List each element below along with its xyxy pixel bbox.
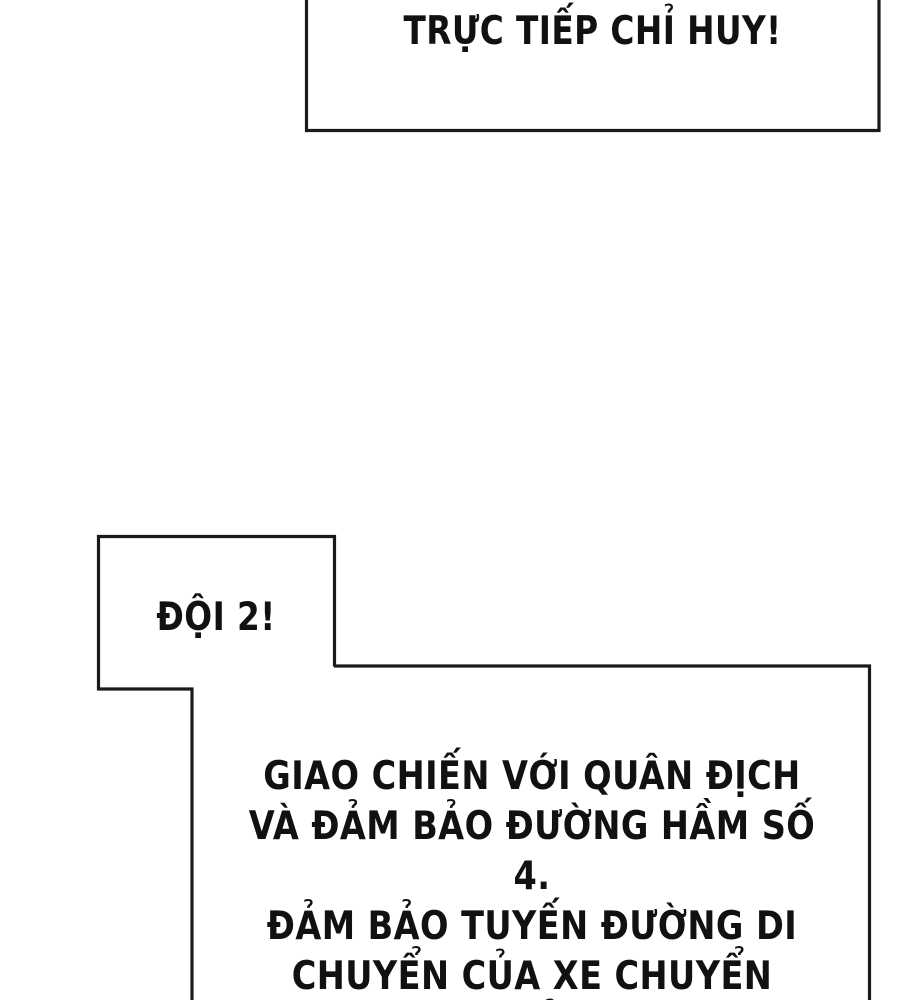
order-dialogue-block: GIAO CHIẾN VỚI QUÂN ĐỊCH VÀ ĐẢM BẢO ĐƯỜN… (193, 752, 871, 1000)
order-line-3: ĐẢM BẢO TUYẾN ĐƯỜNG DI (266, 903, 798, 949)
order-line-1: GIAO CHIẾN VỚI QUÂN ĐỊCH (263, 754, 801, 799)
squad-label-dialogue: ĐỘI 2! (156, 595, 276, 640)
order-line-2: VÀ ĐẢM BẢO ĐƯỜNG HẦM SỐ 4. (248, 803, 816, 899)
top-panel-dialogue: TRỰC TIẾP CHỈ HUY! (403, 9, 782, 54)
order-line-4: CHUYỂN CỦA XE CHUYỂN CHỞ! (291, 953, 773, 999)
